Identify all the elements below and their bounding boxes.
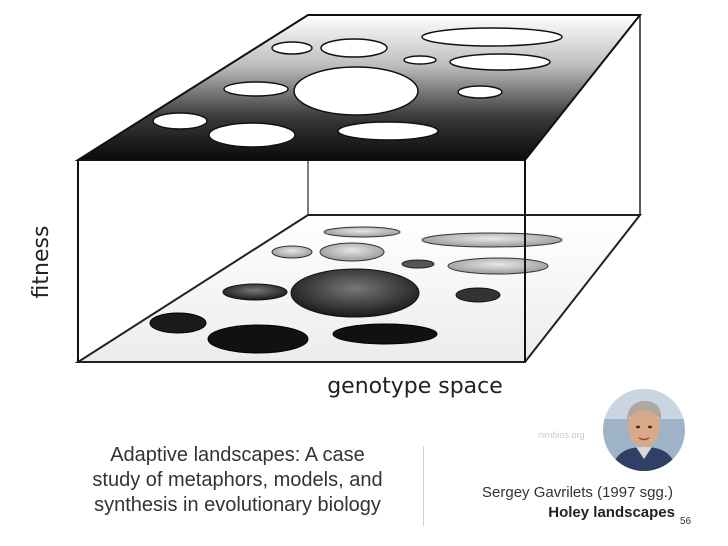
bottom-hole <box>271 245 313 259</box>
author-credit: Sergey Gavrilets (1997 sgg.) <box>482 484 673 501</box>
bottom-hole <box>319 242 385 262</box>
top-hole <box>457 85 503 99</box>
landscape-type-title: Holey landscapes <box>548 504 675 521</box>
top-hole <box>449 53 551 71</box>
watermark: nimbios.org <box>538 430 585 440</box>
bottom-plane-holes <box>149 226 563 354</box>
y-axis-label: fitness <box>29 226 54 299</box>
page-number: 56 <box>680 516 692 527</box>
bottom-hole <box>207 324 309 354</box>
bottom-hole <box>401 259 435 269</box>
bottom-hole <box>421 232 563 248</box>
bottom-hole <box>323 226 401 238</box>
author-portrait <box>603 389 685 471</box>
slide-caption: Adaptive landscapes: A case study of met… <box>92 444 383 516</box>
bottom-hole <box>455 287 501 303</box>
top-hole <box>208 122 296 148</box>
portrait-image <box>603 389 685 471</box>
top-hole <box>421 27 563 47</box>
bottom-hole <box>447 257 549 275</box>
top-hole <box>403 55 437 65</box>
top-hole <box>293 66 419 116</box>
bottom-hole <box>290 268 420 318</box>
bottom-hole <box>332 323 438 345</box>
top-hole <box>223 81 289 97</box>
top-plane-holes <box>152 27 563 148</box>
bottom-hole <box>149 312 207 334</box>
x-axis-label: genotype space <box>327 374 503 399</box>
bottom-hole <box>222 283 288 301</box>
top-hole <box>271 41 313 55</box>
top-hole <box>337 121 439 141</box>
vertical-divider <box>423 446 424 526</box>
top-hole <box>152 112 208 130</box>
top-hole <box>320 38 388 58</box>
